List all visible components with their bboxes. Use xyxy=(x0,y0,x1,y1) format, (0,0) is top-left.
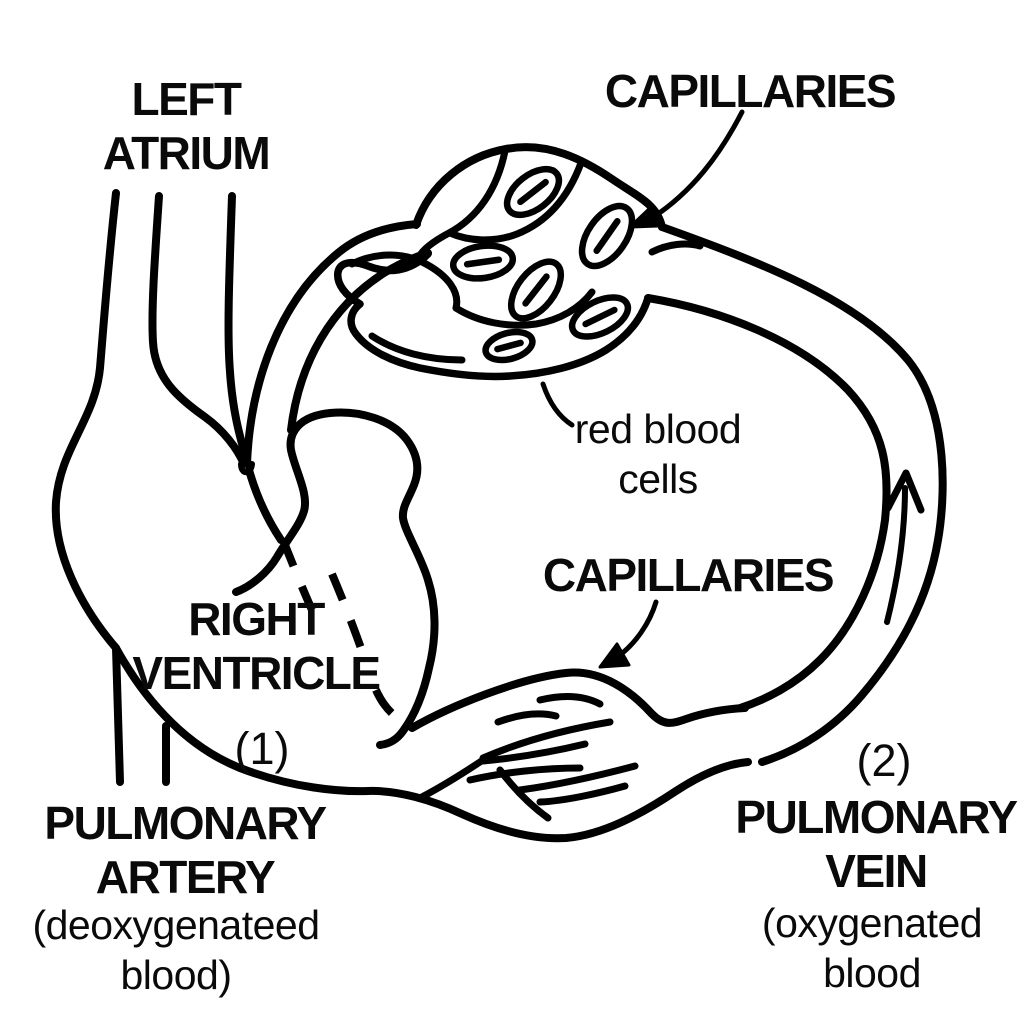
label-line: (oxygenated xyxy=(761,900,983,946)
loop-right-vessel xyxy=(644,223,947,766)
label-red-blood-cells: red blood cells xyxy=(574,404,742,504)
label-marker-2: (2) xyxy=(857,736,912,786)
label-left-atrium: LEFT ATRIUM xyxy=(102,72,271,180)
label-capillaries-mid: CAPILLARIES xyxy=(542,548,835,602)
label-marker-1: (1) xyxy=(235,724,290,774)
hidden-vessel-dashed-lines xyxy=(279,538,416,731)
red-blood-cell xyxy=(578,202,636,270)
label-line: CAPILLARIES xyxy=(542,549,835,601)
right-ventricle-outline xyxy=(112,408,752,843)
label-line: CAPILLARIES xyxy=(604,65,897,117)
red-blood-cell xyxy=(503,165,563,219)
red-blood-cell xyxy=(507,258,565,322)
label-capillaries-top: CAPILLARIES xyxy=(604,64,897,118)
label-line: (1) xyxy=(234,723,290,774)
label-line: red blood xyxy=(574,406,742,452)
red-blood-cells-group xyxy=(449,165,636,364)
label-line: PULMONARY xyxy=(44,797,327,849)
label-line: VENTRICLE xyxy=(132,647,381,699)
label-line: (2) xyxy=(856,735,912,786)
red-blood-cells-leader-line xyxy=(540,381,575,428)
label-pulmonary-artery: PULMONARY ARTERY xyxy=(44,796,327,904)
capillaries-mid-arrow xyxy=(598,599,659,669)
label-pulmonary-vein-sub: (oxygenated blood xyxy=(761,898,983,998)
left-atrium-vessels xyxy=(51,189,285,786)
label-line: cells xyxy=(618,456,698,502)
label-line: LEFT xyxy=(131,73,242,125)
bottom-capillary-bed xyxy=(408,668,749,822)
capillaries-top-arrow xyxy=(628,109,745,229)
label-line: blood xyxy=(823,950,921,996)
label-line: ARTERY xyxy=(95,851,276,903)
label-line: ATRIUM xyxy=(102,127,271,179)
flow-up-arrow xyxy=(884,469,925,625)
label-line: (deoxygenateed xyxy=(32,902,320,948)
label-line: RIGHT xyxy=(188,593,325,645)
red-blood-cell xyxy=(482,328,536,364)
label-line: VEIN xyxy=(825,845,928,897)
label-pulmonary-artery-sub: (deoxygenateed blood) xyxy=(32,900,320,1000)
top-capillary-bed xyxy=(334,143,704,381)
label-pulmonary-vein: PULMONARY VEIN xyxy=(735,790,1018,898)
label-line: PULMONARY xyxy=(735,791,1018,843)
red-blood-cell xyxy=(449,242,517,282)
red-blood-cell xyxy=(568,294,632,340)
label-line: blood) xyxy=(120,952,232,998)
label-right-ventricle: RIGHT VENTRICLE xyxy=(132,592,381,700)
